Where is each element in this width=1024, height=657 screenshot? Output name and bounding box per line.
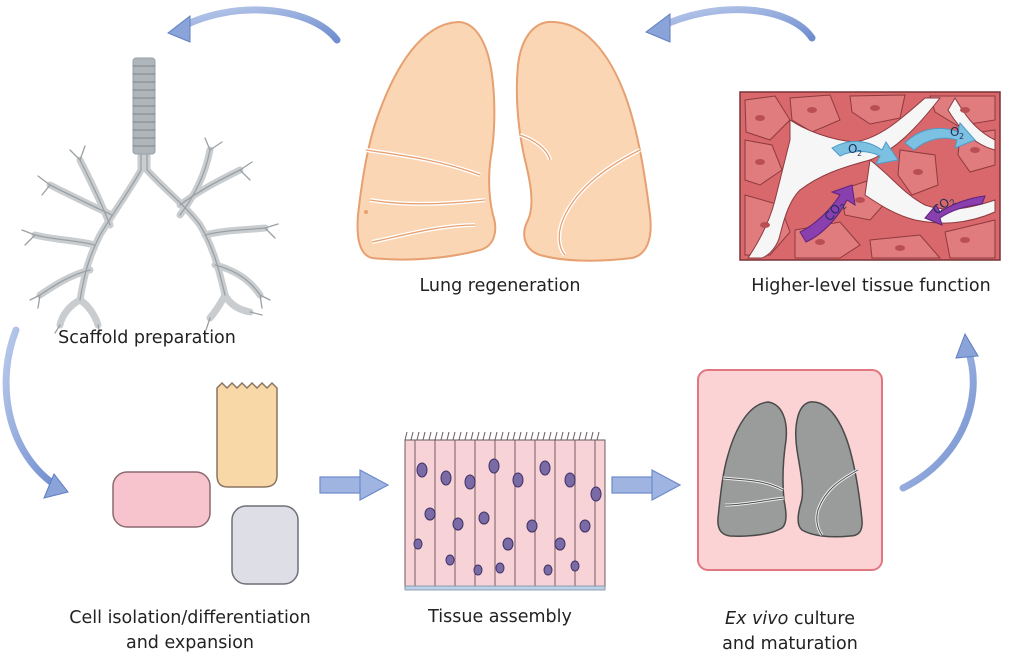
- o2-sub-2: 2: [959, 132, 964, 141]
- label-ex-vivo-line1: Ex vivo culture: [690, 607, 890, 632]
- straight-arrow-1: [319, 468, 390, 502]
- o2-arrow-1: O 2: [831, 141, 899, 165]
- label-tissue-assembly: Tissue assembly: [428, 607, 572, 627]
- label-lung-regeneration: Lung regeneration: [419, 276, 581, 296]
- cycle-arrow-right: [899, 332, 979, 492]
- o2-sub-1: 2: [857, 149, 862, 158]
- straight-arrow-2: [611, 468, 682, 502]
- label-cell-isolation: Cell isolation/differentiation and expan…: [30, 606, 350, 656]
- epithelium-icon: [404, 431, 606, 591]
- label-higher-level-tissue-function: Higher-level tissue function: [751, 276, 991, 296]
- o2-arrow-2: O 2: [904, 121, 976, 151]
- alveolar-tissue-icon: O 2 O 2 CO2 CO2: [739, 91, 1001, 261]
- o2-label-2: O: [950, 125, 959, 139]
- co2-sub: 2: [948, 197, 958, 207]
- label-cell-isolation-line2: and expansion: [125, 633, 254, 653]
- lung-icon: [356, 20, 652, 262]
- label-ex-vivo-line2: and maturation: [722, 634, 858, 654]
- cycle-arrow-top-right: [645, 6, 816, 43]
- cycle-arrow-top-left: [167, 6, 341, 44]
- cell-shapes-icon: [112, 381, 299, 585]
- airway-scaffold-icon: [21, 57, 279, 336]
- label-ex-vivo: Ex vivo culture and maturation: [690, 607, 890, 657]
- label-scaffold-preparation: Scaffold preparation: [58, 328, 236, 348]
- label-ex-vivo-culture: culture: [788, 609, 855, 629]
- bioreactor-lung-icon: [697, 369, 883, 571]
- cycle-arrow-left: [2, 326, 69, 499]
- co2-sub: 2: [838, 202, 848, 212]
- o2-label-1: O: [848, 142, 857, 156]
- label-ex-vivo-italic: Ex vivo: [725, 609, 789, 629]
- label-cell-isolation-line1: Cell isolation/differentiation: [69, 608, 311, 628]
